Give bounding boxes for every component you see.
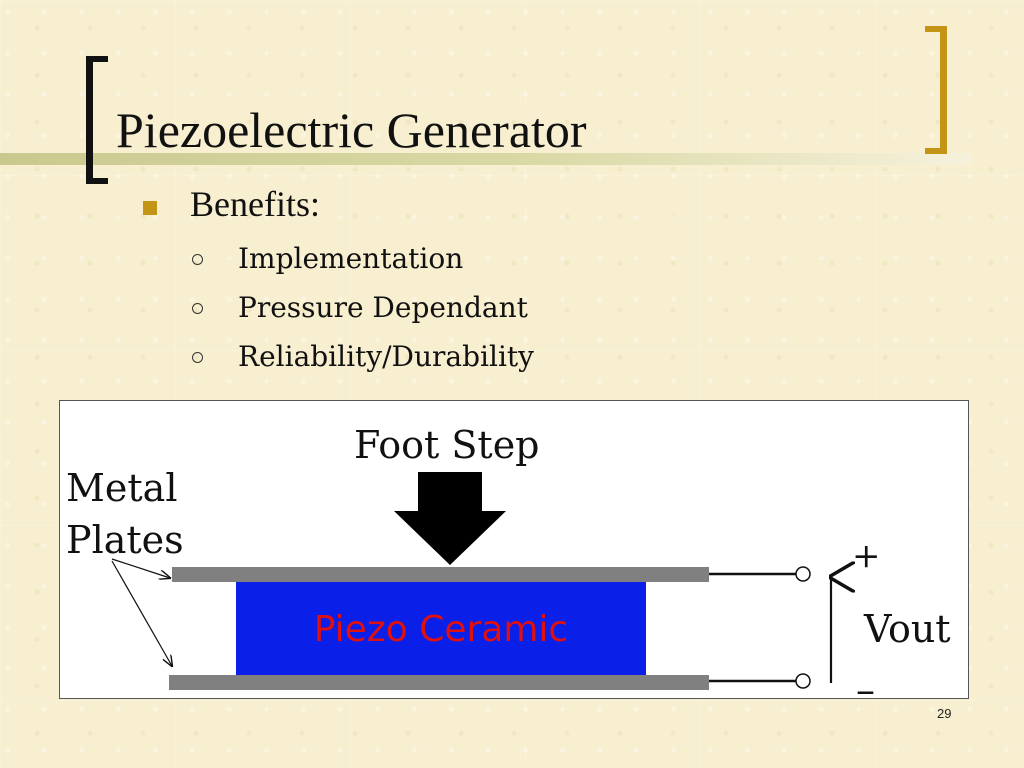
foot-step-label: Foot Step	[354, 423, 540, 467]
circle-bullet-icon	[192, 303, 203, 314]
sub-bullet-implementation: Implementation	[238, 242, 464, 275]
slide-title: Piezoelectric Generator	[116, 102, 587, 158]
top-metal-plate	[172, 567, 709, 582]
pointer-line-bottom	[111, 560, 172, 666]
bottom-metal-plate	[169, 675, 709, 690]
bottom-terminal-icon	[795, 673, 811, 689]
sub-bullet-pressure: Pressure Dependant	[238, 291, 528, 324]
vout-label: Vout	[863, 607, 951, 651]
piezo-diagram-svg: Foot Step Metal Plates Piezo Ceramic + V…	[66, 423, 951, 700]
piezo-ceramic-block	[236, 582, 646, 675]
down-arrow-icon	[394, 472, 506, 565]
piezo-ceramic-label: Piezo Ceramic	[314, 609, 568, 650]
circle-bullet-icon	[192, 352, 203, 363]
right-bracket-decoration	[925, 26, 947, 154]
metal-plates-label-line1: Metal	[66, 466, 177, 510]
bullet-benefits: Benefits:	[190, 184, 320, 224]
piezo-diagram: Foot Step Metal Plates Piezo Ceramic + V…	[59, 400, 969, 700]
page-number: 29	[937, 706, 952, 721]
metal-plates-label-line2: Plates	[66, 518, 184, 562]
circle-bullet-icon	[192, 254, 203, 265]
plus-sign-label: +	[852, 536, 881, 576]
title-underline-bar	[0, 153, 972, 165]
pointer-line-top	[111, 558, 170, 578]
left-bracket-decoration	[86, 56, 108, 184]
minus-sign-label: –	[856, 668, 875, 700]
square-bullet-icon	[143, 201, 157, 215]
top-terminal-icon	[795, 566, 811, 582]
sub-bullet-reliability: Reliability/Durability	[238, 340, 534, 373]
